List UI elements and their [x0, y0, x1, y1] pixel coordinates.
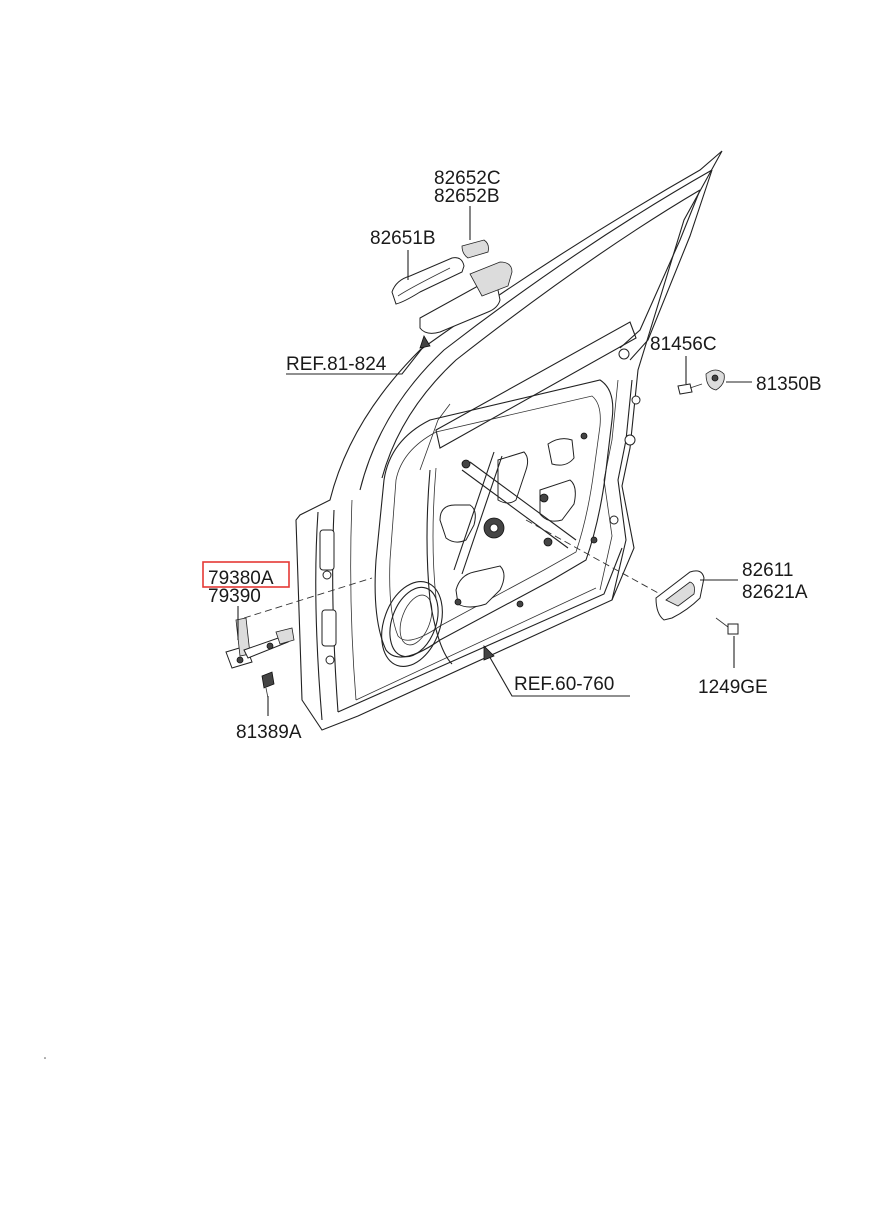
label-81350b[interactable]: 81350B — [756, 374, 822, 395]
label-82652b[interactable]: 82652B — [434, 186, 500, 207]
leader-lines — [237, 206, 752, 716]
highlight-box — [202, 561, 290, 588]
label-79380a[interactable]: 79380A — [208, 568, 274, 589]
label-79390[interactable]: 79390 — [208, 586, 261, 607]
inside-handle-82611 — [655, 570, 705, 621]
part-labels: 82652C 82652B 82651B REF.81-824 81456C 8… — [202, 168, 822, 743]
clip-81350b — [705, 369, 725, 391]
label-82611[interactable]: 82611 — [742, 560, 793, 581]
checker-bolt — [261, 671, 275, 699]
stray-dot — [44, 1057, 46, 1059]
label-82652c[interactable]: 82652C — [434, 168, 501, 189]
label-82651b[interactable]: 82651B — [370, 228, 436, 249]
outside-handle-assembly — [391, 239, 513, 334]
label-1249ge[interactable]: 1249GE — [698, 677, 768, 698]
label-81456c[interactable]: 81456C — [650, 334, 717, 355]
label-81389a[interactable]: 81389A — [236, 722, 302, 743]
label-82621a[interactable]: 82621A — [742, 582, 808, 603]
label-ref-81-824[interactable]: REF.81-824 — [286, 354, 387, 375]
screw-1249ge — [715, 617, 739, 635]
front-door-panel — [295, 150, 723, 731]
label-ref-60-760[interactable]: REF.60-760 — [514, 674, 614, 695]
inner-module-panel — [374, 379, 614, 667]
screw-81456c — [677, 383, 703, 395]
door-checker-part — [225, 617, 295, 669]
